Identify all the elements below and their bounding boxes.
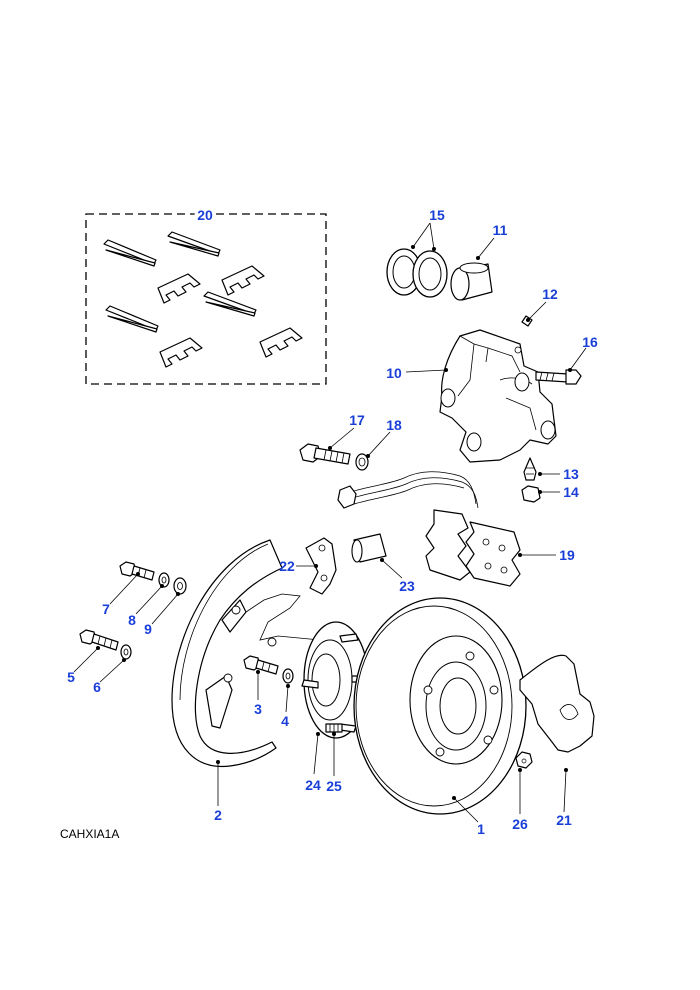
hub-washer-icon bbox=[120, 644, 132, 660]
callout-12: 12 bbox=[542, 286, 558, 302]
shield-bolt-icon bbox=[119, 561, 155, 581]
split-pin-icon bbox=[103, 239, 157, 267]
dust-cap-icon bbox=[521, 485, 541, 503]
callout-23: 23 bbox=[399, 578, 415, 594]
split-pin-icon bbox=[203, 291, 257, 317]
leader-lines bbox=[73, 222, 587, 823]
hub-bolt-icon bbox=[79, 629, 119, 651]
callout-13: 13 bbox=[563, 466, 579, 482]
caliper-body-icon bbox=[439, 329, 557, 463]
callout-7: 7 bbox=[102, 601, 110, 617]
callout-26: 26 bbox=[512, 816, 528, 832]
callout-4: 4 bbox=[281, 713, 289, 729]
callout-25: 25 bbox=[326, 778, 342, 794]
stub-axle-washer-icon bbox=[282, 668, 294, 684]
callout-22: 22 bbox=[279, 558, 295, 574]
caliper-mounting-bolt-icon bbox=[535, 369, 582, 385]
caliper-piston-icon bbox=[450, 262, 493, 301]
callout-18: 18 bbox=[386, 417, 402, 433]
callout-21: 21 bbox=[556, 812, 572, 828]
callout-8: 8 bbox=[128, 612, 136, 628]
brake-pad-icon bbox=[465, 521, 521, 587]
split-pin-icon bbox=[105, 305, 159, 333]
caliper-bolt-icon bbox=[299, 443, 351, 465]
callout-1: 1 bbox=[477, 821, 485, 837]
wear-sensor-wire-icon bbox=[337, 471, 479, 509]
brake-pad-icon bbox=[425, 509, 471, 581]
callout-10: 10 bbox=[386, 365, 402, 381]
callout-14: 14 bbox=[563, 484, 579, 500]
anti-rattle-clip-icon bbox=[157, 273, 201, 304]
wheel-stud-icon bbox=[325, 723, 343, 733]
anti-rattle-clip-icon bbox=[221, 265, 265, 296]
spring-washer-icon bbox=[158, 572, 170, 588]
callout-20: 20 bbox=[197, 207, 213, 223]
anti-rattle-clip-icon bbox=[259, 327, 303, 358]
callout-16: 16 bbox=[582, 334, 598, 350]
callout-2: 2 bbox=[214, 807, 222, 823]
anti-rattle-clip-icon bbox=[159, 337, 203, 368]
callout-19: 19 bbox=[559, 547, 575, 563]
mounting-bracket-icon bbox=[305, 537, 337, 595]
callout-11: 11 bbox=[493, 222, 508, 238]
callout-labels: 1 2 3 4 5 6 7 8 9 10 11 12 13 14 15 16 1… bbox=[67, 204, 598, 837]
lock-washer-icon bbox=[355, 453, 369, 471]
hub-nut-icon bbox=[515, 751, 533, 769]
diagram-reference-code: CAHXIA1A bbox=[60, 827, 119, 841]
callout-15: 15 bbox=[429, 207, 445, 223]
callout-5: 5 bbox=[67, 669, 75, 685]
plain-washer-icon bbox=[173, 577, 187, 595]
callout-24: 24 bbox=[305, 777, 321, 793]
splash-shield-icon bbox=[519, 654, 595, 753]
callout-17: 17 bbox=[349, 412, 365, 428]
piston-seal-icon bbox=[412, 250, 448, 298]
mudshield-icon bbox=[171, 539, 337, 768]
brake-disc-icon bbox=[353, 597, 527, 815]
callout-3: 3 bbox=[254, 701, 262, 717]
callout-9: 9 bbox=[144, 621, 152, 637]
stub-axle-bolt-icon bbox=[243, 655, 279, 675]
bleed-screw-icon bbox=[523, 457, 537, 481]
pad-fitting-kit-box bbox=[85, 213, 327, 385]
callout-6: 6 bbox=[93, 679, 101, 695]
spacer-sleeve-icon bbox=[351, 533, 387, 563]
hub-flange-icon bbox=[301, 621, 369, 739]
split-pin-icon bbox=[167, 231, 221, 257]
